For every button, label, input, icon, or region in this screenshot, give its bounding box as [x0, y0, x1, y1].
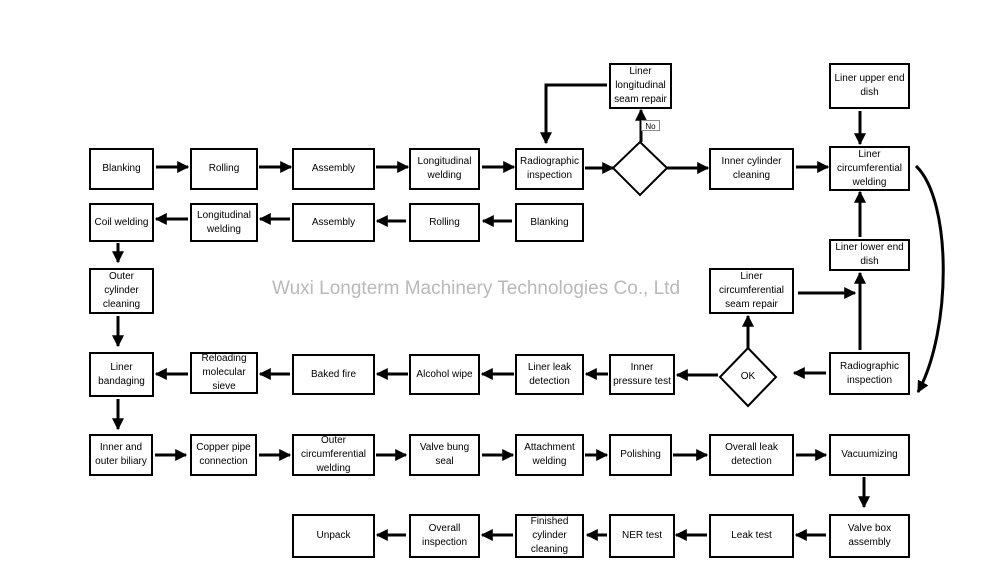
step-attachment-welding: Attachment welding: [515, 434, 584, 476]
step-unpack: Unpack: [292, 514, 375, 558]
step-finished-cylinder-cleaning: Finished cylinder cleaning: [515, 514, 584, 558]
decision-diamond-no: [611, 140, 669, 197]
step-liner-circumferential-seam-repair: Liner circumferential seam repair: [709, 268, 794, 314]
step-outer-cylinder-cleaning: Outer cylinder cleaning: [89, 268, 154, 314]
decision-diamond-ok: [718, 346, 778, 408]
step-liner-longitudinal-seam-repair: Liner longitudinal seam repair: [609, 63, 672, 109]
step-valve-bung-seal: Valve bung seal: [409, 434, 480, 476]
step-copper-pipe-connection: Copper pipe connection: [190, 434, 257, 476]
step-alcohol-wipe: Alcohol wipe: [409, 354, 480, 395]
curved-arrow: [914, 164, 945, 394]
step-leak-test: Leak test: [709, 514, 794, 558]
step-coil-welding: Coil welding: [89, 203, 154, 242]
step-ner-test: NER test: [609, 514, 675, 558]
step-inner-outer-biliary: Inner and outer biliary: [89, 434, 153, 476]
step-outer-circumferential-welding: Outer circumferential welding: [292, 434, 375, 476]
step-liner-upper-end-dish: Liner upper end dish: [829, 63, 910, 109]
step-reloading-molecular-sieve: Reloading molecular sieve: [190, 352, 258, 394]
step-valve-box-assembly: Valve box assembly: [829, 514, 910, 558]
step-rolling-2: Rolling: [409, 203, 480, 242]
step-inner-cylinder-cleaning: Inner cylinder cleaning: [709, 148, 794, 190]
step-blanking-1: Blanking: [89, 148, 154, 190]
step-polishing: Polishing: [609, 434, 672, 476]
step-liner-circumferential-welding: Liner circumferential welding: [829, 146, 910, 191]
step-vacuumizing: Vacuumizing: [829, 434, 910, 476]
step-overall-leak-detection: Overall leak detection: [709, 434, 794, 476]
step-blanking-2: Blanking: [515, 203, 584, 242]
step-assembly-1: Assembly: [292, 148, 375, 190]
step-liner-lower-end-dish: Liner lower end dish: [829, 239, 910, 271]
step-assembly-2: Assembly: [292, 203, 375, 242]
arrow: [540, 83, 607, 145]
step-liner-leak-detection: Liner leak detection: [515, 354, 584, 395]
step-radiographic-inspection-2: Radiographic inspection: [829, 352, 910, 395]
step-baked-fire: Baked fire: [292, 354, 375, 395]
decision-no-label: No: [641, 120, 660, 131]
step-radiographic-inspection-1: Radiographic inspection: [515, 148, 584, 190]
step-longitudinal-welding-2: Longitudinal welding: [190, 203, 258, 242]
step-overall-inspection: Overall inspection: [409, 514, 480, 558]
step-rolling-1: Rolling: [190, 148, 258, 190]
step-inner-pressure-test: Inner pressure test: [609, 354, 675, 395]
step-liner-bandaging: Liner bandaging: [89, 352, 154, 397]
step-longitudinal-welding-1: Longitudinal welding: [409, 148, 480, 190]
decision-ok-label: OK: [740, 371, 756, 382]
watermark: Wuxi Longterm Machinery Technologies Co.…: [272, 278, 681, 299]
